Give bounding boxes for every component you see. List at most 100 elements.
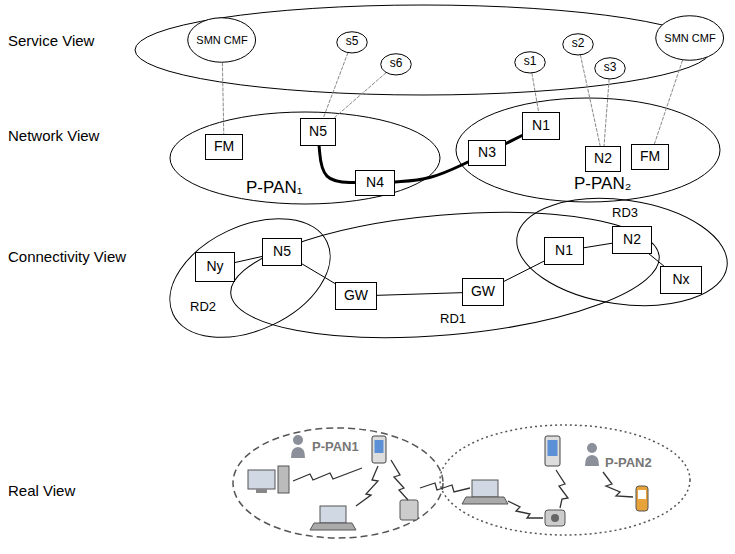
rd-ellipse	[226, 196, 665, 353]
node-box: N1	[522, 112, 560, 140]
node-text: GW	[471, 284, 495, 299]
pc-stand	[256, 489, 267, 493]
view-label: P-PAN₁	[246, 178, 302, 198]
view-label: RD3	[612, 206, 638, 221]
wireless-link	[556, 470, 568, 508]
rd-ellipse	[151, 195, 349, 361]
connectivity-link	[649, 254, 664, 266]
device-illustration	[248, 435, 648, 530]
service-circle: s2	[562, 33, 594, 56]
connectivity-link	[377, 293, 462, 296]
service-circle: s6	[380, 53, 412, 76]
node-box: N2	[612, 226, 652, 254]
device-icon	[545, 510, 565, 526]
circle-shape	[563, 33, 594, 54]
pc-monitor	[248, 470, 275, 489]
phone-screen	[375, 440, 384, 453]
node-text: s5	[346, 35, 359, 48]
laptop-screen	[472, 480, 498, 497]
circle-shape	[515, 51, 546, 72]
node-box: N4	[355, 170, 395, 196]
wireless-link	[508, 501, 543, 518]
person-icon	[585, 455, 599, 466]
circle-shape	[188, 18, 256, 63]
node-text: FM	[640, 149, 660, 164]
view-label: RD1	[440, 312, 466, 327]
view-label: P-PAN2	[605, 456, 652, 471]
node-box: N1	[544, 237, 584, 265]
service-circle: SMN CMF	[655, 15, 724, 61]
service-mapping-line	[222, 63, 223, 134]
node-text: N4	[366, 175, 384, 190]
service-mapping-line	[654, 60, 682, 144]
node-text: s3	[604, 61, 617, 74]
node-box: Nx	[660, 266, 702, 294]
circle-shape	[595, 57, 626, 78]
view-label: Connectivity View	[8, 248, 126, 265]
node-box: FM	[631, 144, 669, 170]
wireless-link	[293, 468, 362, 481]
node-text: s2	[572, 37, 585, 50]
node-box: FM	[205, 134, 243, 160]
device-lens	[551, 514, 559, 522]
connectivity-link	[504, 261, 544, 281]
laptop-screen	[320, 506, 346, 523]
pc-tower	[278, 466, 289, 493]
node-text: N3	[478, 145, 496, 160]
node-box: N2	[585, 146, 621, 172]
circle-shape	[381, 53, 412, 74]
node-box: Ny	[195, 252, 235, 282]
phone-screen	[548, 440, 558, 456]
connectivity-link	[584, 243, 612, 248]
node-text: SMN CMF	[196, 34, 247, 46]
wireless-link	[391, 460, 408, 500]
network-path	[506, 136, 522, 144]
device-icon	[400, 500, 418, 520]
node-text: s1	[524, 55, 537, 68]
node-text: s6	[390, 57, 403, 70]
node-box: N5	[300, 118, 336, 146]
connectivity-link	[235, 256, 262, 262]
network-path	[395, 162, 468, 182]
service-circle: SMN CMF	[187, 17, 256, 63]
p-pan-ellipse	[170, 112, 440, 204]
wireless-link	[420, 483, 470, 492]
laptop-base	[462, 497, 508, 504]
real-pan-ellipse	[440, 425, 690, 535]
service-mapping-line	[604, 79, 609, 146]
real-pan-ellipse	[233, 428, 443, 538]
view-label: P-PAN₂	[574, 174, 631, 194]
service-circle: s5	[336, 31, 368, 54]
node-text: Nx	[672, 272, 689, 287]
wireless-link	[356, 466, 378, 506]
node-box: N3	[468, 140, 506, 166]
rd-ellipse	[510, 186, 734, 318]
phone-icon	[545, 436, 560, 466]
node-text: FM	[214, 139, 234, 154]
node-box: GW	[462, 278, 504, 306]
node-box: N5	[262, 238, 302, 266]
node-text: N2	[594, 151, 612, 166]
node-text: N1	[532, 118, 550, 133]
circle-shape	[337, 31, 368, 52]
node-box: GW	[335, 282, 377, 310]
view-label: Real View	[8, 482, 75, 499]
view-label: RD2	[190, 300, 216, 315]
person-icon	[293, 435, 303, 445]
view-label: Network View	[8, 127, 99, 144]
phone-icon	[372, 436, 386, 463]
service-circle: s3	[594, 57, 626, 80]
service-mapping-line	[323, 53, 348, 118]
node-text: N1	[555, 243, 573, 258]
service-view-ellipse	[135, 5, 711, 95]
wireless-link	[603, 472, 633, 497]
service-mapping-line	[334, 73, 386, 118]
phone-screen	[638, 490, 646, 499]
view-label: Service View	[8, 32, 94, 49]
circle-shape	[656, 16, 724, 61]
phone-icon	[636, 486, 648, 511]
network-path	[319, 146, 355, 183]
connectivity-link	[302, 264, 335, 284]
